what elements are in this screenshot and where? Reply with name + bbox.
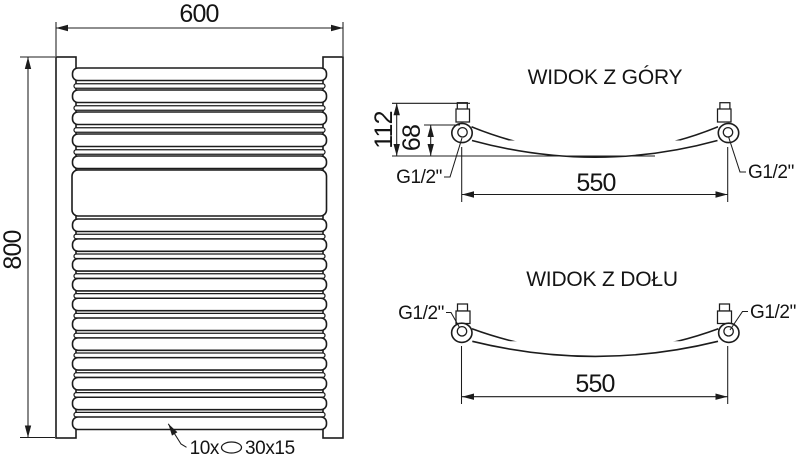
rung-slim [73, 253, 326, 260]
note-leader [167, 423, 187, 448]
left-connection-label: G1/2" [398, 303, 444, 324]
rungs [71, 67, 328, 431]
right-valve-stub [718, 303, 731, 312]
rung-slim [73, 391, 326, 398]
rung-slim [73, 105, 326, 111]
top-view: WIDOK Z GÓRY 112 68 550 G1/2" G1/2" [370, 66, 794, 202]
rung [71, 416, 328, 431]
left-connection-label: G1/2" [396, 167, 442, 188]
right-valve-body [716, 108, 732, 123]
leader-line [444, 137, 463, 178]
rung-slim [73, 332, 326, 339]
rung [71, 218, 328, 233]
rung [71, 297, 328, 312]
leader-line [446, 311, 460, 328]
top-view-title: WIDOK Z GÓRY [528, 66, 683, 89]
right-connection-hole [722, 126, 734, 138]
rung-slim [73, 312, 326, 319]
dim-span-label: 550 [575, 370, 614, 398]
rung [71, 89, 328, 104]
rung-slim [73, 352, 326, 359]
left-valve-stub [456, 303, 469, 312]
rung-slim [73, 411, 326, 418]
rung-slim [73, 83, 326, 89]
note-size-label: 30x15 [245, 438, 295, 459]
curved-tube-back-edge [471, 139, 718, 159]
bottom-view: WIDOK Z DOŁU 550 G1/2" G1/2" [398, 268, 796, 404]
left-valve-body [455, 108, 471, 123]
dim-axis-depth-label: 68 [398, 125, 426, 151]
oval-tube-icon [220, 441, 243, 454]
rung [71, 133, 328, 148]
rung-slim [73, 127, 326, 133]
panel-section [71, 169, 328, 217]
rung-slim [73, 233, 326, 240]
rung [71, 257, 328, 272]
rung [71, 155, 328, 170]
left-connection-hole [456, 325, 468, 337]
dim-width-label: 600 [179, 0, 218, 28]
bottom-view-title: WIDOK Z DOŁU [526, 268, 678, 291]
right-connection-label: G1/2" [748, 162, 794, 183]
rung [71, 111, 328, 126]
leader-line [728, 136, 746, 173]
curved-tube-back-edge [472, 340, 719, 358]
dim-span-label: 550 [576, 169, 615, 197]
note-count-label: 10x [190, 438, 220, 459]
rung [71, 396, 328, 411]
left-connection-hole [457, 126, 468, 138]
right-valve-body [716, 310, 733, 325]
rung [71, 238, 328, 253]
rung-slim [73, 149, 326, 155]
right-connection-label: G1/2" [750, 302, 796, 323]
rung-slim [73, 292, 326, 299]
dim-height-label: 800 [0, 230, 27, 269]
left-valve-body [455, 310, 471, 325]
dim-total-depth-label: 112 [370, 111, 398, 148]
rung [71, 67, 328, 82]
rung [71, 356, 328, 371]
rung-slim [73, 372, 326, 378]
rung [71, 277, 328, 292]
rung [71, 376, 328, 391]
rung [71, 336, 328, 352]
rung-slim [73, 273, 326, 279]
leader-line [729, 310, 748, 331]
front-view: 600 800 10x 30x15 [0, 0, 344, 459]
rung [71, 317, 328, 332]
